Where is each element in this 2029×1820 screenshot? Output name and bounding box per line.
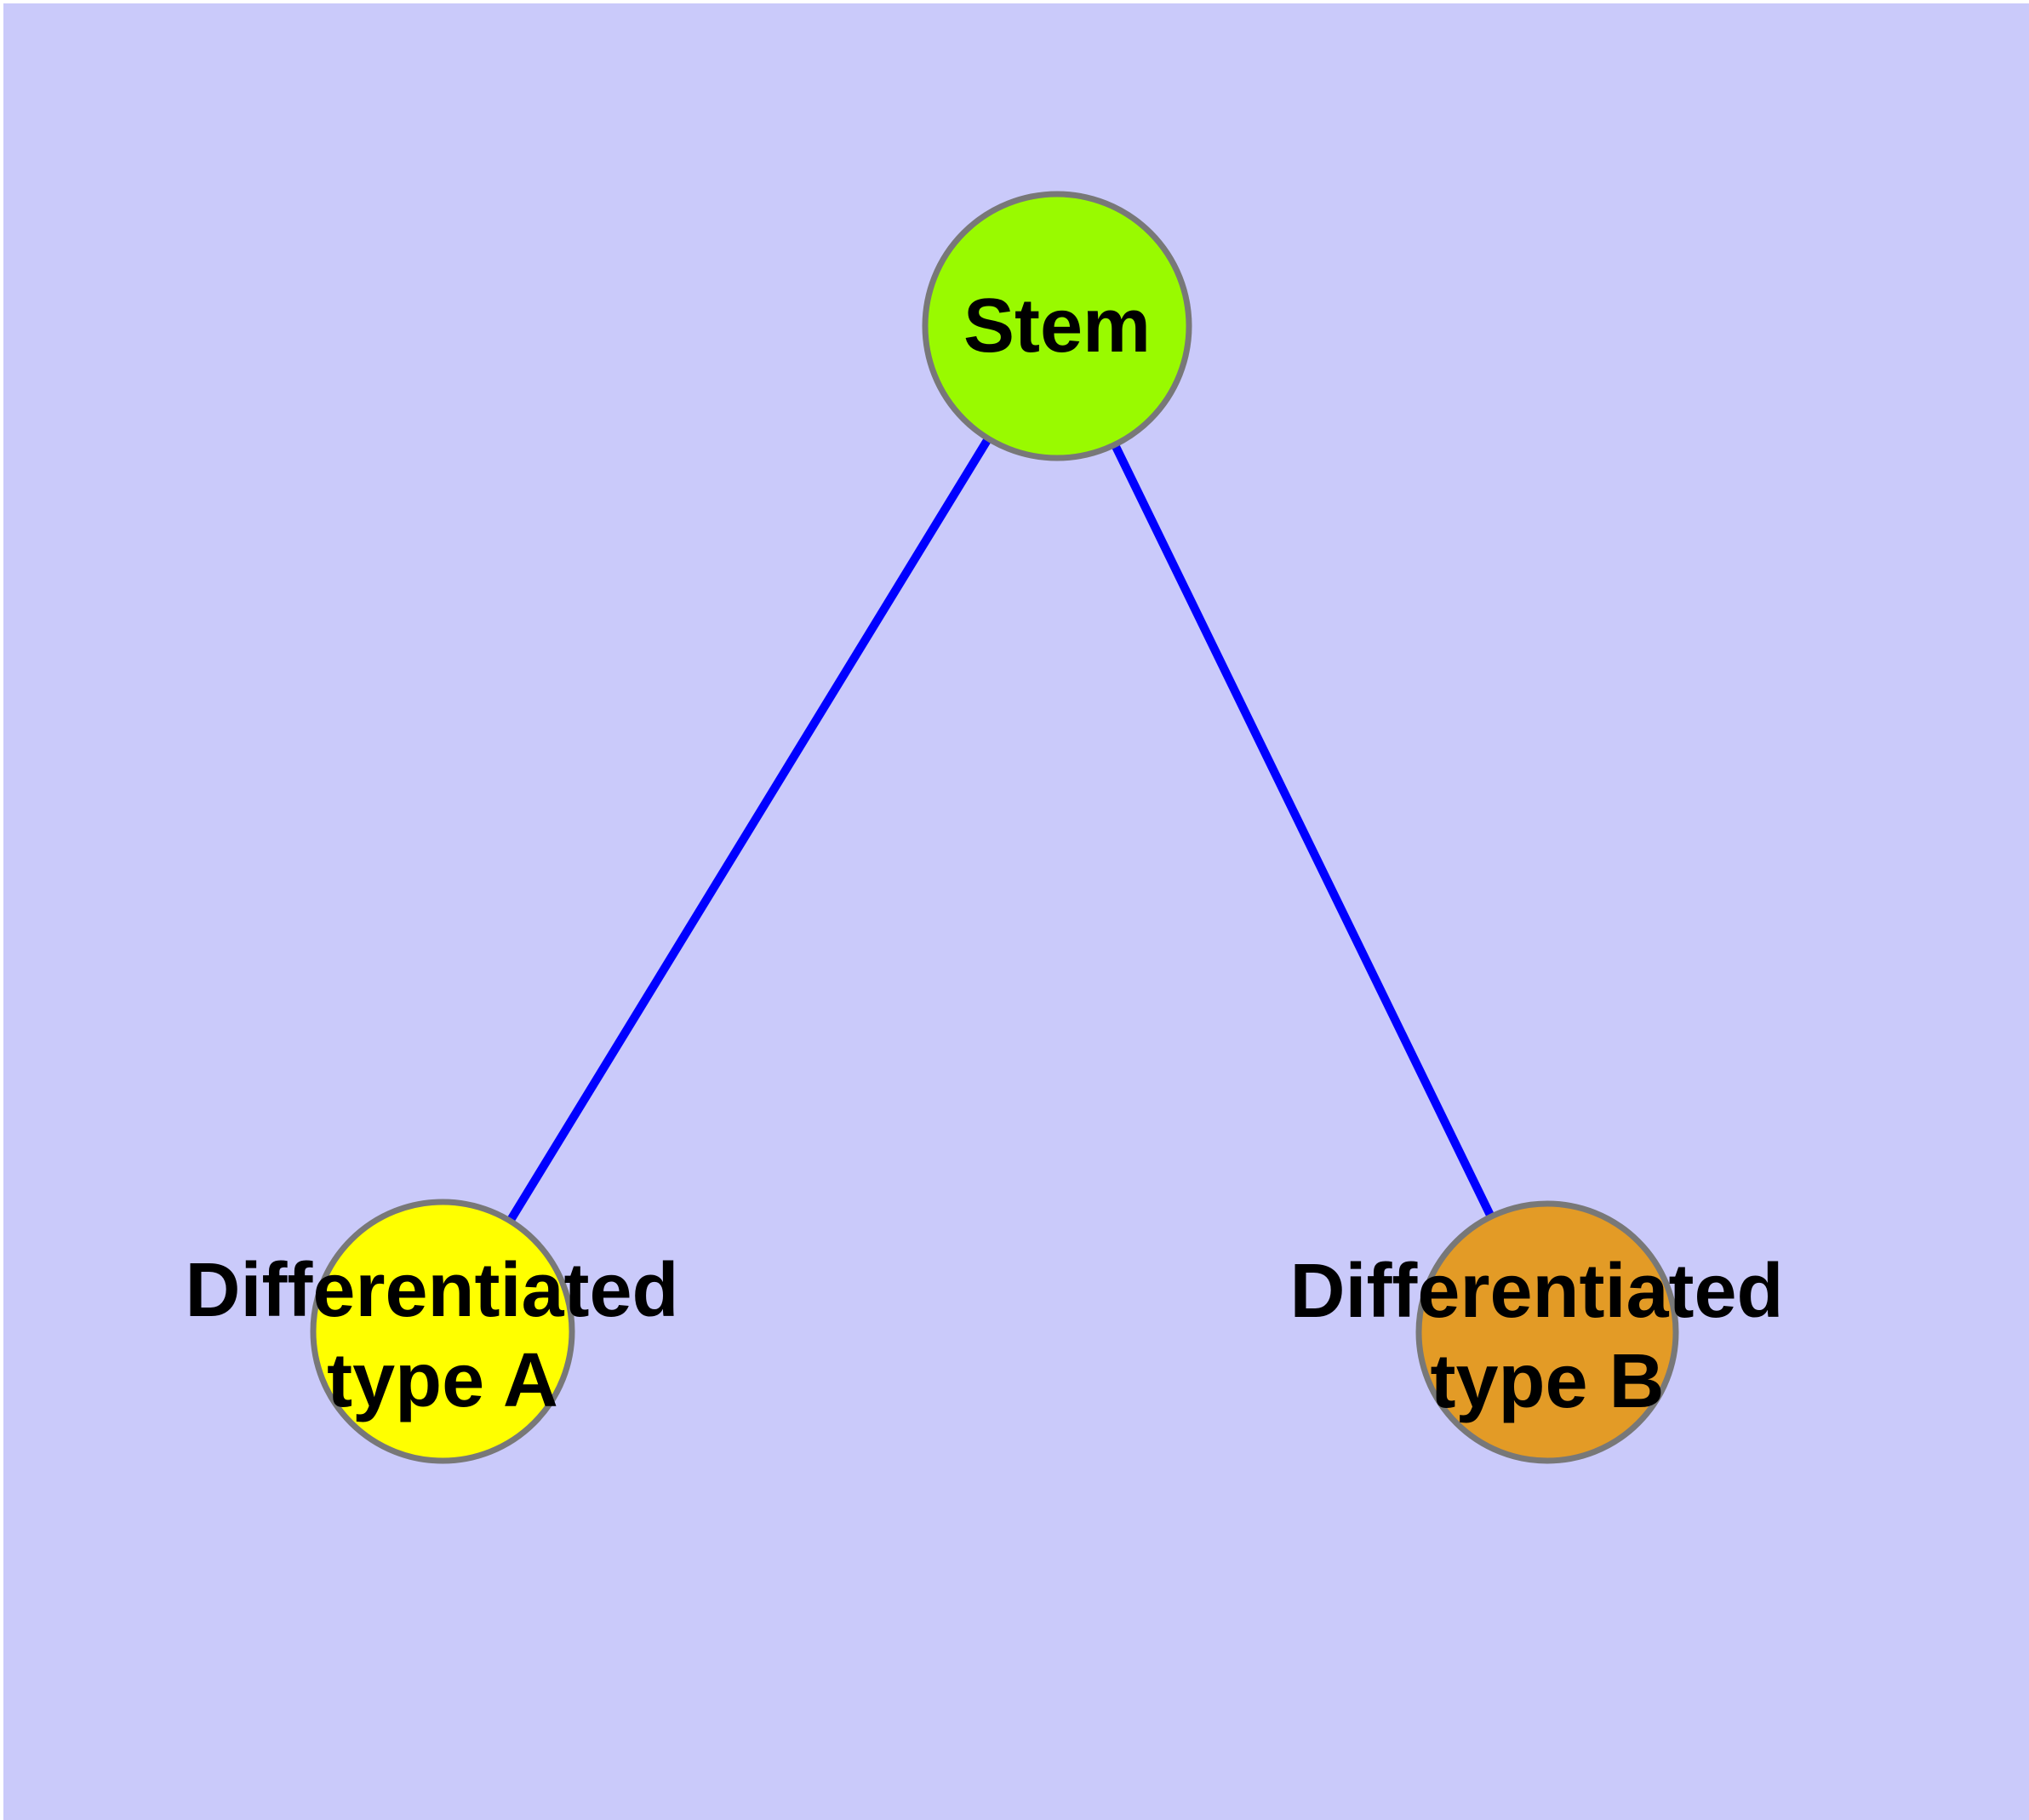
node-type-b-label: Differentiated type B (1289, 1249, 1804, 1424)
node-type-a-label-line1: Differentiated (185, 1248, 678, 1333)
node-differentiated-type-a (310, 1199, 575, 1464)
node-stem-label: Stem (963, 283, 1151, 369)
node-differentiated-type-b (1415, 1200, 1679, 1464)
node-type-b-label-line1: Differentiated (1289, 1249, 1783, 1334)
node-stem (922, 191, 1192, 461)
node-type-b-label-line2: type B (1430, 1339, 1664, 1424)
node-type-a-label: Differentiated type A (185, 1248, 700, 1423)
node-type-a-label-line2: type A (327, 1338, 558, 1423)
edge-stem-to-type-b (1053, 323, 1552, 1335)
edge-stem-to-type-a (438, 323, 1061, 1334)
